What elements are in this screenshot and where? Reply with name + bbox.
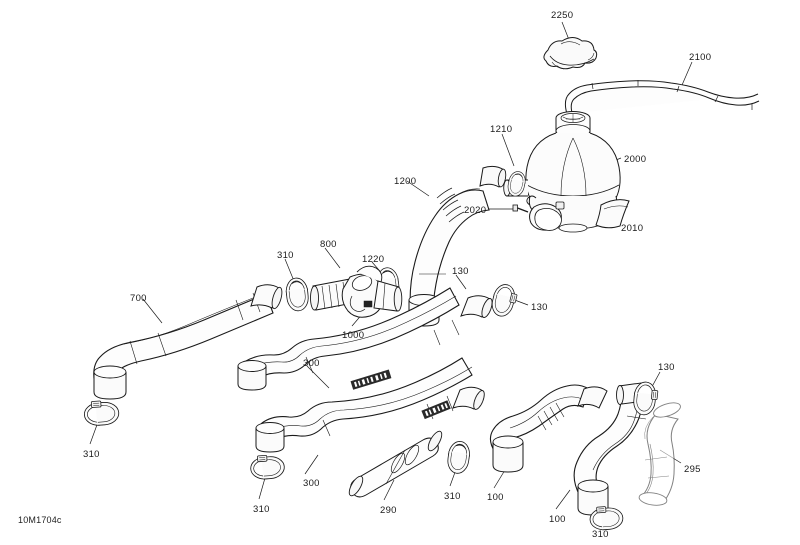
callout-hose-clamp-310: 310 (592, 529, 609, 540)
leader-line (406, 180, 430, 197)
part-reservoir-bracket-2010 (595, 199, 630, 229)
leader-line (142, 298, 163, 324)
callout-radiator-hose-700: 700 (130, 293, 147, 304)
callout-coolant-tube-290: 290 (380, 505, 397, 516)
leader-line (258, 477, 266, 500)
callout-coolant-hose-295: 295 (684, 464, 701, 475)
callout-hose-clamp-310: 310 (253, 504, 270, 515)
callout-hose-clamp-130: 130 (658, 362, 675, 373)
part-reservoir-screw-2020 (512, 195, 565, 231)
part-coolant-tube-290 (348, 430, 443, 498)
part-coolant-hose-300-b (255, 357, 485, 453)
callout-hose-clamp-1220: 1220 (362, 254, 385, 265)
callout-reservoir-bracket-2010: 2010 (621, 223, 644, 234)
callout-coolant-hose-300: 300 (303, 358, 320, 369)
part-thermostat-housing-1000 (310, 265, 403, 318)
leader-line (455, 274, 467, 290)
part-coolant-hose-300-a (237, 287, 493, 391)
part-hose-clamp-130-a (489, 281, 520, 320)
callout-pressure-cap-2250: 2250 (551, 10, 574, 21)
part-radiator-hose-700 (93, 284, 283, 400)
part-coolant-hose-100-a (489, 384, 608, 473)
leader-line (324, 247, 341, 269)
callout-coolant-hose-300: 300 (303, 478, 320, 489)
part-hose-clamp-310-b (83, 399, 120, 427)
part-coolant-hose-295 (638, 402, 681, 506)
leader-line (284, 258, 295, 282)
callout-coolant-reservoir-2000: 2000 (624, 154, 647, 165)
part-hose-clamp-310-a (284, 276, 311, 313)
callout-hose-clamp-310: 310 (83, 449, 100, 460)
callout-hose-clamp-310: 310 (277, 250, 294, 261)
leader-line (493, 469, 506, 489)
leader-line (306, 365, 330, 389)
leader-line (304, 454, 319, 475)
part-coolant-reservoir-2000 (503, 111, 621, 233)
callout-thermostat-housing-1000: 1000 (342, 330, 365, 341)
callout-hose-clamp-130: 130 (452, 266, 469, 277)
leader-line (383, 479, 395, 501)
part-pressure-cap-2250 (543, 37, 598, 70)
part-overflow-hose-2100 (564, 80, 760, 119)
sheet-code: 10M1704c (18, 515, 62, 525)
callout-coolant-hose-100: 100 (487, 492, 504, 503)
part-hose-clamp-310-c (249, 453, 286, 481)
callout-upper-coolant-hose-1200: 1200 (394, 176, 417, 187)
callout-reservoir-screw-2020: 2020 (464, 205, 487, 216)
callout-coolant-hose-100: 100 (549, 514, 566, 525)
callout-overflow-hose-2100: 2100 (689, 52, 712, 63)
callout-hose-clamp-310: 310 (444, 491, 461, 502)
leader-line (89, 421, 99, 445)
leader-line (501, 133, 515, 167)
callout-hose-clamp-1210: 1210 (490, 124, 513, 135)
callout-hose-clamp-130: 130 (531, 302, 548, 313)
leader-line (555, 489, 571, 510)
part-hose-clamp-310-d (445, 439, 472, 476)
callout-thermostat-outlet-800: 800 (320, 239, 337, 250)
